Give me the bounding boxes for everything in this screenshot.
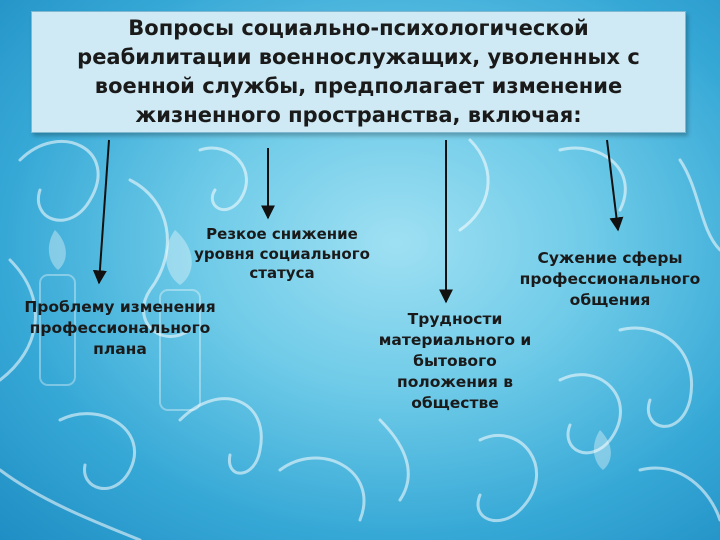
arrow-1 (92, 139, 110, 285)
diagram-title: Вопросы социально-психологической реабил… (77, 16, 640, 127)
item-communication-narrowing: Сужение сферы профессионального общения (519, 249, 701, 309)
arrow-4 (606, 139, 624, 232)
item-material-difficulties: Трудности материального и бытового полож… (378, 310, 532, 412)
item-status-decline: Резкое снижение уровня социального стату… (194, 225, 370, 282)
item-career-change: Проблему изменения профессионального пла… (24, 298, 216, 358)
title-box: Вопросы социально-психологической реабил… (31, 11, 686, 133)
